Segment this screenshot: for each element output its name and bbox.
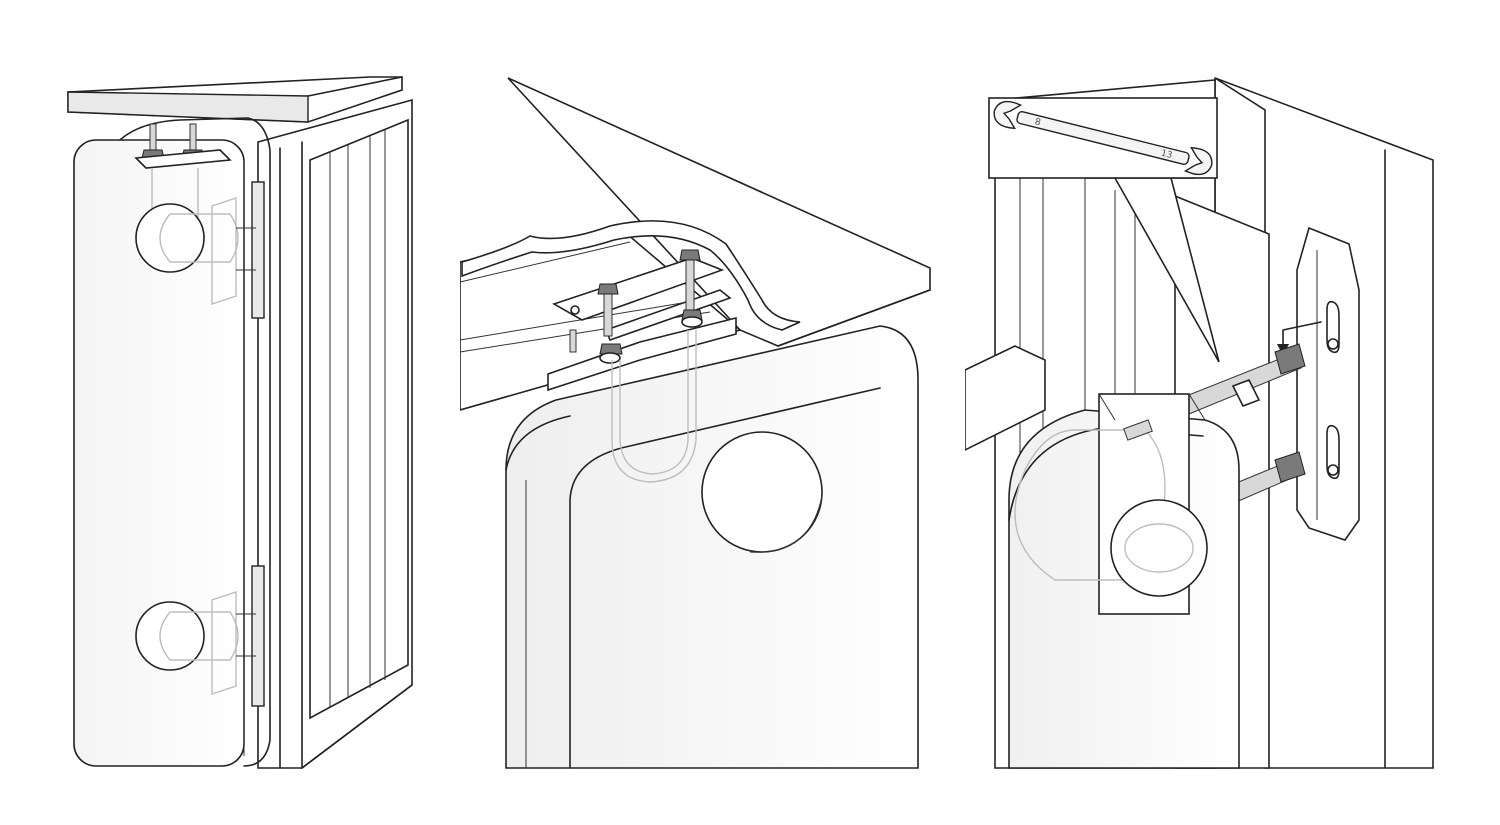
- wall-bracket-drawing: 8 13: [965, 77, 1434, 769]
- wrench-callout: 8 13: [988, 97, 1220, 363]
- u-bolt: [611, 330, 697, 483]
- top-mount-drawing: [460, 77, 931, 769]
- radiator-body: [73, 117, 271, 767]
- panel-wall-bracket-detail: 8 13: [965, 0, 1445, 825]
- open-end-wrench-icon: 8 13: [993, 100, 1213, 176]
- cable: [461, 220, 801, 331]
- lower-connector: [135, 591, 256, 695]
- round-cap: [701, 431, 823, 553]
- wrench-size-left: 8: [1034, 117, 1042, 128]
- panel-side-view: [40, 0, 440, 825]
- side-view-drawing: [67, 76, 413, 769]
- top-bolts: [134, 123, 232, 250]
- window-frame: [257, 98, 413, 769]
- wrench-size-right: 13: [1160, 149, 1174, 161]
- radiator-coupling: [1014, 419, 1208, 597]
- mounting-bolts: [569, 249, 703, 364]
- sill-slab: [507, 77, 931, 347]
- upper-connector: [135, 197, 256, 305]
- radiator-panel: [505, 325, 919, 769]
- panel-top-mount-detail: [460, 0, 940, 825]
- mounting-plate: [547, 257, 737, 392]
- window-sill: [67, 76, 403, 123]
- wall-bracket: [1296, 226, 1360, 541]
